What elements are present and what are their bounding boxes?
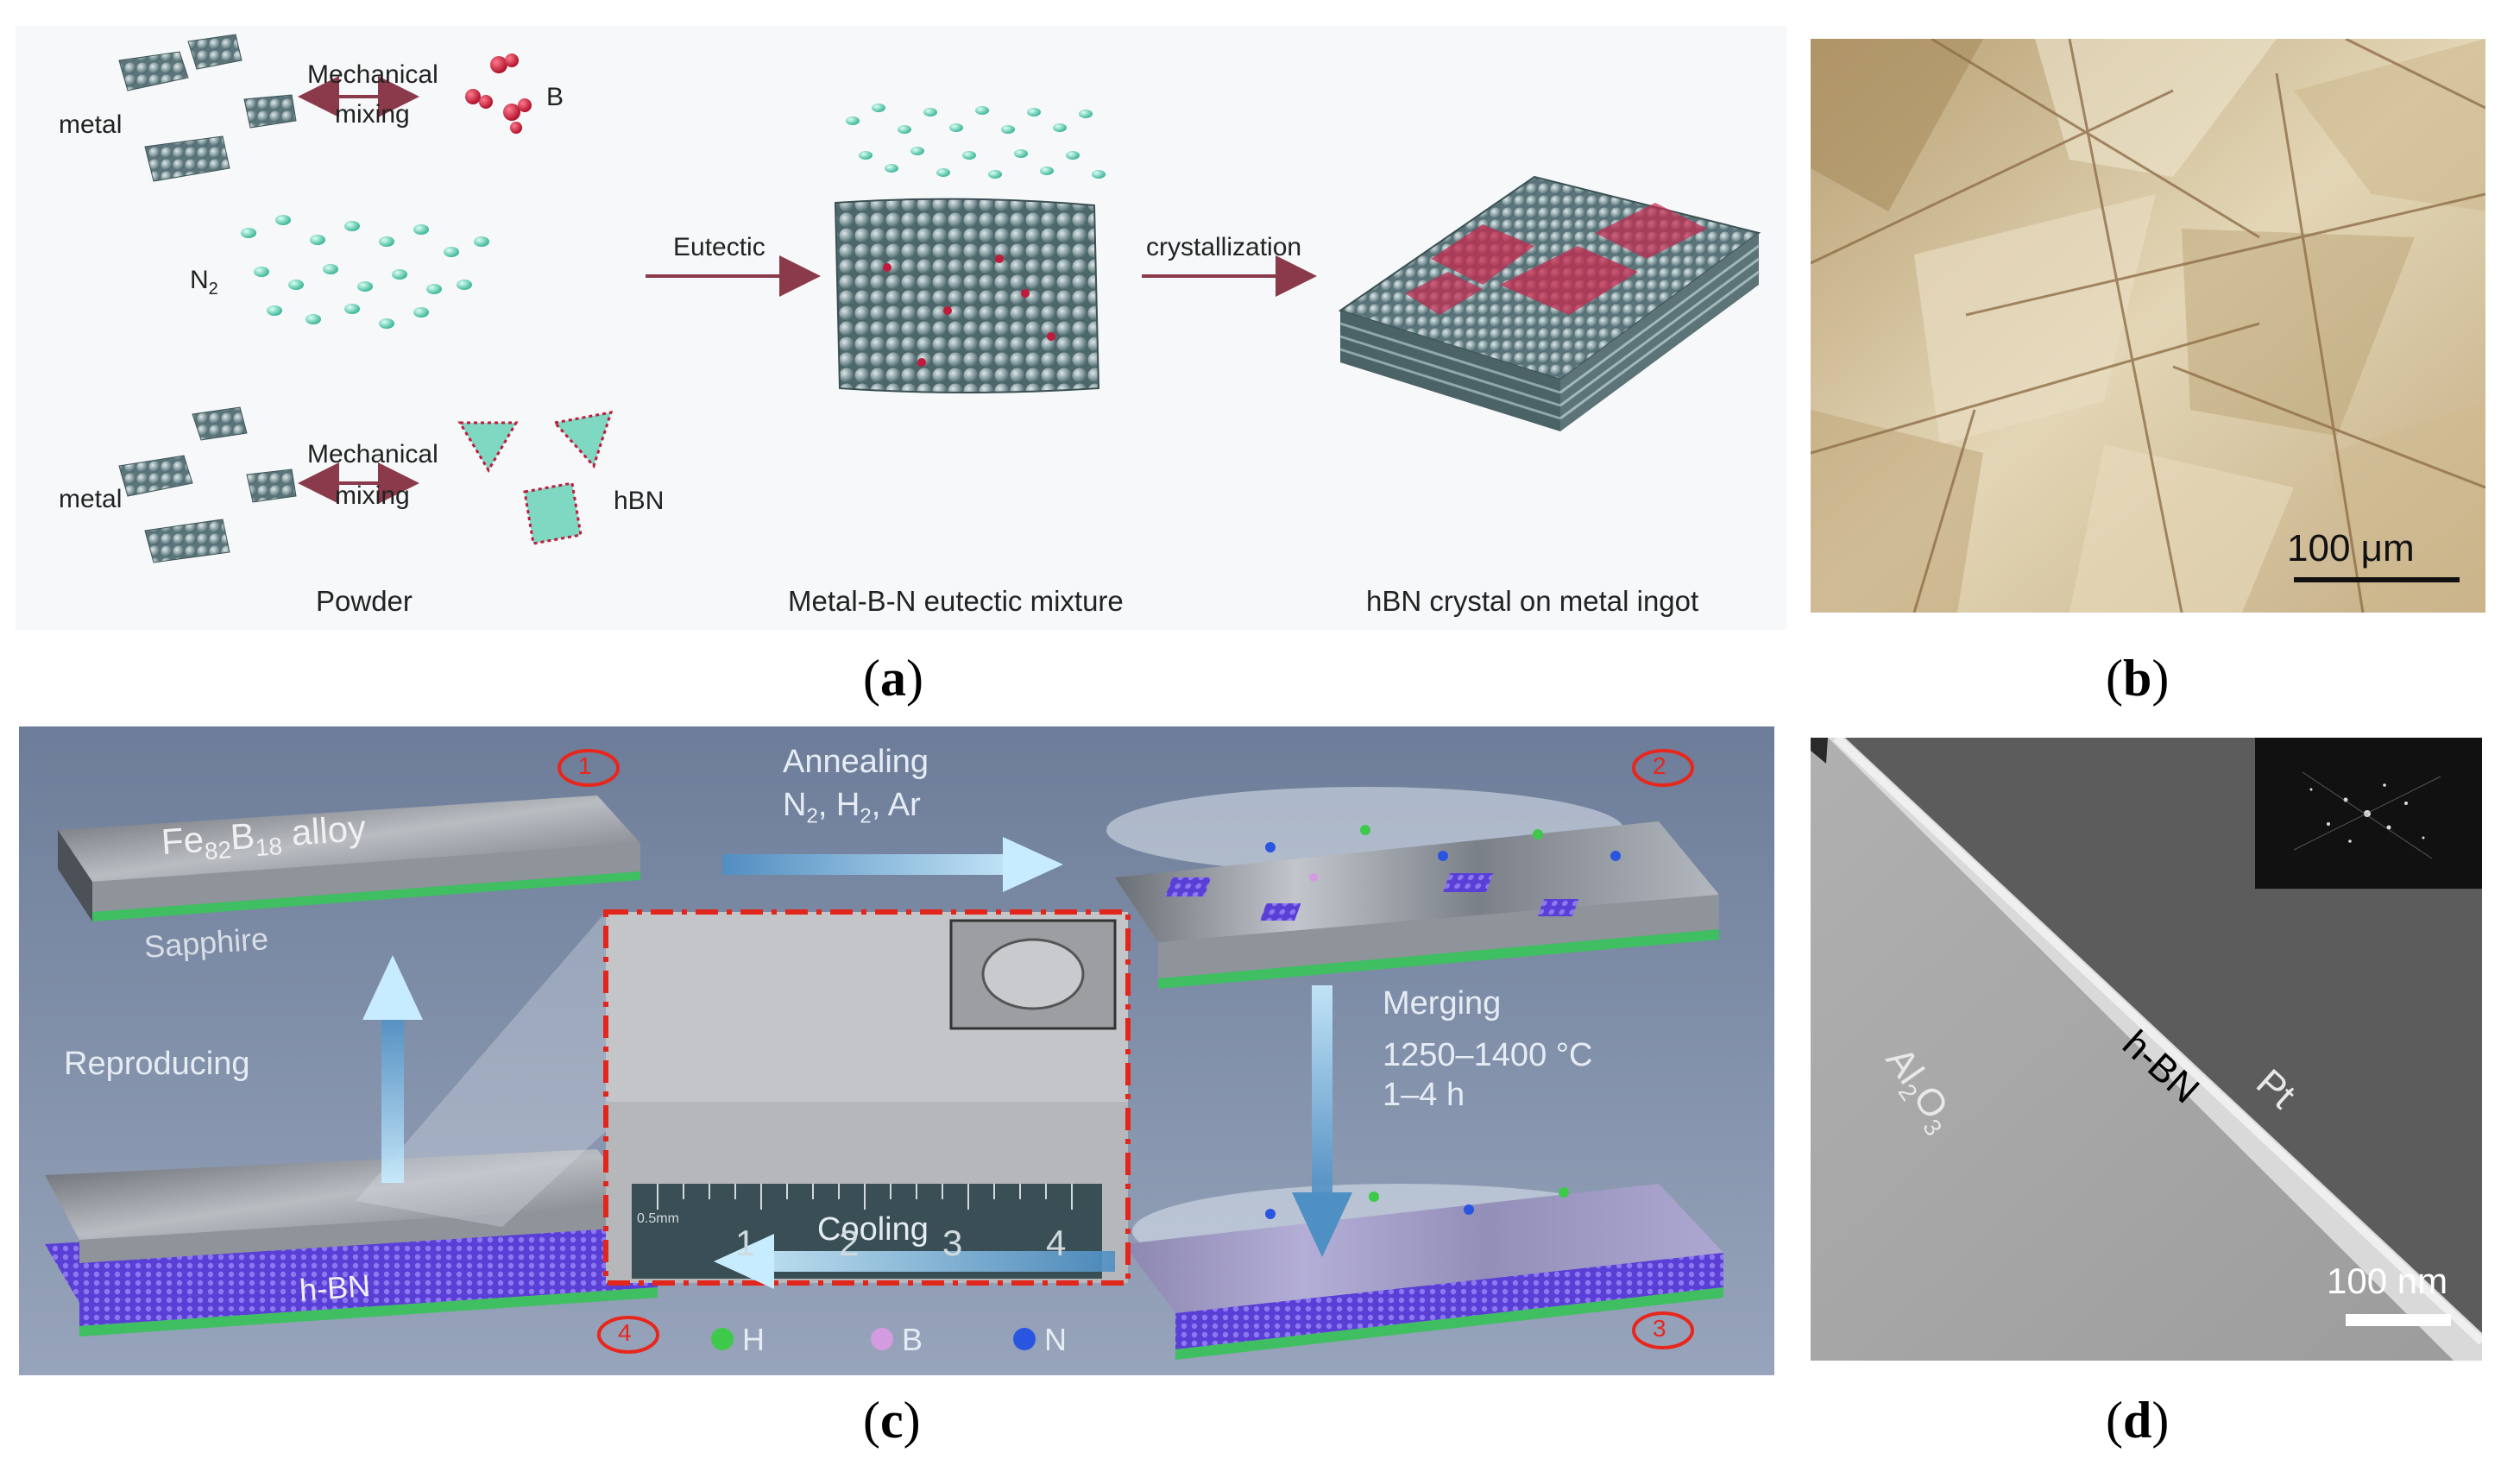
legend-h-label: H xyxy=(742,1322,765,1357)
wafer-photo-inset xyxy=(603,909,1131,1286)
ruler-ticks xyxy=(657,1184,1073,1210)
alloy-b: B xyxy=(229,814,256,858)
gas-above-mixture xyxy=(846,104,1106,179)
alloy-fe-sub: 82 xyxy=(203,836,233,865)
legend-b-label: B xyxy=(902,1322,923,1357)
badge-3: 3 xyxy=(1653,1315,1666,1342)
badge-1: 1 xyxy=(578,752,592,779)
legend-b-dot xyxy=(871,1328,893,1350)
merging-arrow xyxy=(1292,985,1352,1257)
gas-n-sub: 2 xyxy=(806,804,818,828)
ruler-tick-2: 2 xyxy=(839,1223,860,1263)
alloy-word: alloy xyxy=(280,807,368,854)
badge-4-ring xyxy=(597,1316,659,1354)
subfigure-label-c: (c) xyxy=(863,1392,921,1449)
boron-particles xyxy=(465,53,532,134)
gas-h-sub: 2 xyxy=(860,804,872,828)
temperature-label: 1250–1400 °C xyxy=(1383,1037,1593,1073)
n2-molecule-cloud xyxy=(241,215,489,329)
panel-b-scale-text: 100 μm xyxy=(2287,527,2415,569)
badge-1-ring xyxy=(558,749,620,787)
panel-c-artwork xyxy=(19,726,1774,1375)
cooling-label: Cooling xyxy=(817,1211,929,1248)
metal-ingot-with-hbn xyxy=(1338,175,1761,431)
caption-powder: Powder xyxy=(316,585,413,617)
hbn-flakes xyxy=(457,411,614,545)
ruler-tick-3: 3 xyxy=(942,1223,963,1263)
alloy-slab-step1 xyxy=(58,795,640,921)
annealing-label: Annealing xyxy=(783,744,929,780)
eutectic-mixture-block xyxy=(834,198,1100,393)
caption-eutectic-mixture: Metal-B-N eutectic mixture xyxy=(788,585,1124,617)
label-mechanical-bottom: Mechanical xyxy=(307,440,438,468)
panel-b-micrograph xyxy=(1811,39,2485,613)
badge-3-ring xyxy=(1632,1311,1694,1349)
merged-slab-step3 xyxy=(1124,1184,1723,1360)
reproducing-arrow xyxy=(362,955,423,1183)
subfigure-label-c-letter: c xyxy=(879,1392,904,1449)
badge-2: 2 xyxy=(1653,752,1666,779)
subfigure-label-d: (d) xyxy=(2106,1392,2170,1449)
label-eutectic: Eutectic xyxy=(673,233,765,261)
annealing-arrow xyxy=(722,837,1063,892)
label-n2-sub: 2 xyxy=(208,280,218,299)
gas-n: N xyxy=(783,787,807,823)
badge-4: 4 xyxy=(618,1319,632,1346)
hbn-layer-label: h-BN xyxy=(298,1267,372,1308)
label-mixing-bottom: mixing xyxy=(335,481,410,510)
panel-c: 1 2 3 4 Fe82B18 alloy Sapphire Annealing… xyxy=(19,726,1774,1375)
panel-d-tem-image xyxy=(1811,738,2482,1361)
badge-2-ring xyxy=(1632,749,1694,787)
panel-a-artwork xyxy=(118,34,1761,563)
ruler-unit: 0.5mm xyxy=(637,1211,679,1226)
label-metal-top: metal xyxy=(59,110,123,139)
annealed-slab-step2 xyxy=(1106,787,1719,989)
label-mechanical-top: Mechanical xyxy=(307,60,438,89)
caption-hbn-crystal: hBN crystal on metal ingot xyxy=(1366,585,1699,617)
legend-n-label: N xyxy=(1044,1322,1067,1357)
inset-projection xyxy=(356,912,614,1227)
subfigure-label-b: (b) xyxy=(2106,650,2170,707)
subfigure-label-a-letter: a xyxy=(879,650,906,707)
annealing-gases: N2, H2, Ar xyxy=(783,787,921,829)
label-boron: B xyxy=(546,83,564,111)
label-n2-main: N xyxy=(190,266,209,294)
gas-h: , H xyxy=(817,787,860,823)
ruler-tick-4: 4 xyxy=(1046,1223,1067,1263)
label-crystallization: crystallization xyxy=(1146,233,1302,261)
panel-d-scale-text: 100 nm xyxy=(2327,1261,2448,1301)
panel-a: metal Mechanical mixing B N2 Eutectic cr… xyxy=(16,26,1786,630)
label-hbn-powder: hBN xyxy=(614,487,665,515)
label-metal-bottom: metal xyxy=(59,485,123,513)
legend-h-dot xyxy=(711,1328,734,1350)
label-n2: N2 xyxy=(190,266,218,299)
duration-label: 1–4 h xyxy=(1383,1077,1465,1113)
label-mixing-top: mixing xyxy=(335,100,410,129)
subfigure-label-d-letter: d xyxy=(2122,1392,2152,1449)
panel-b-scale-bar xyxy=(2294,577,2460,582)
subfigure-label-a: (a) xyxy=(863,650,923,707)
merging-label: Merging xyxy=(1383,985,1502,1022)
gas-ar: , Ar xyxy=(871,787,921,823)
legend-n-dot xyxy=(1013,1328,1036,1350)
panel-d-scale-bar xyxy=(2346,1314,2451,1326)
hbn-on-sapphire-step4 xyxy=(45,1149,658,1336)
panel-d: Al2O3 h-BN Pt 100 nm xyxy=(1811,738,2482,1361)
metal-cluster-bottom xyxy=(118,406,297,563)
cooling-arrowhead xyxy=(714,1234,774,1289)
reproducing-label: Reproducing xyxy=(64,1046,250,1082)
metal-cluster-top xyxy=(118,34,297,182)
ruler-tick-1: 1 xyxy=(735,1223,756,1263)
subfigure-label-b-letter: b xyxy=(2122,650,2152,707)
panel-b: 100 μm xyxy=(1811,39,2485,613)
alloy-fe: Fe xyxy=(160,818,205,863)
cooling-arrow xyxy=(770,1251,1115,1272)
alloy-b-sub: 18 xyxy=(254,832,284,862)
